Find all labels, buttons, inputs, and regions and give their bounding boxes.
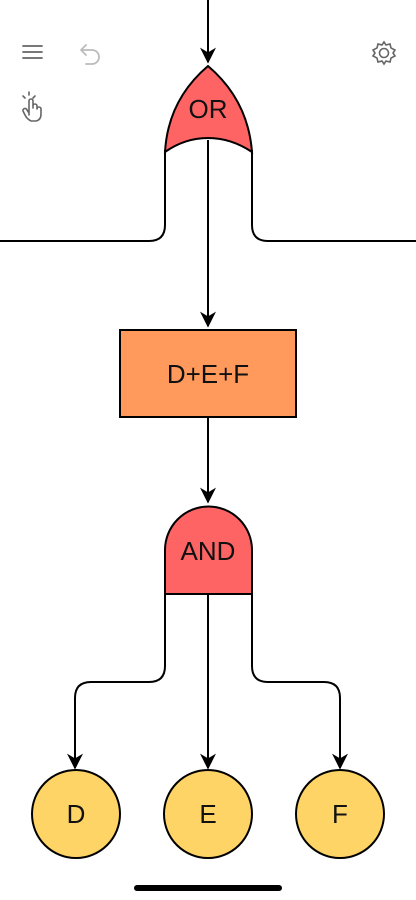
and-gate-label: AND [181,536,236,566]
basic-event-e-label: E [199,799,216,829]
basic-event-e-circle[interactable] [163,769,253,859]
basic-event-e[interactable]: E [163,769,253,859]
basic-event-d-circle[interactable] [31,769,121,859]
or-gate[interactable]: OR [163,64,254,155]
home-indicator-bar [134,885,282,891]
and-gate[interactable]: AND [164,505,253,595]
or-gate-label: OR [189,94,228,124]
basic-event-d-label: D [67,799,86,829]
event-def[interactable]: D+E+F [119,329,297,418]
connector-and-to-d [67,594,166,770]
undo-arrow-icon[interactable] [74,38,104,68]
basic-event-f-circle[interactable] [295,769,385,859]
event-def-label: D+E+F [167,359,249,389]
connector-or-right-branch [251,150,416,242]
or-gate-shape[interactable] [163,64,254,155]
basic-event-f[interactable]: F [295,769,385,859]
event-def-box[interactable] [119,329,297,418]
tap-hand-icon[interactable] [18,88,48,122]
connectors [0,0,416,770]
basic-event-d[interactable]: D [31,769,121,859]
basic-event-f-label: F [332,799,348,829]
connector-and-to-f [251,594,348,770]
hamburger-menu-icon[interactable] [18,38,46,64]
and-gate-shape[interactable] [164,505,253,595]
gear-icon[interactable] [368,38,400,70]
connector-or-left-branch [0,150,166,242]
